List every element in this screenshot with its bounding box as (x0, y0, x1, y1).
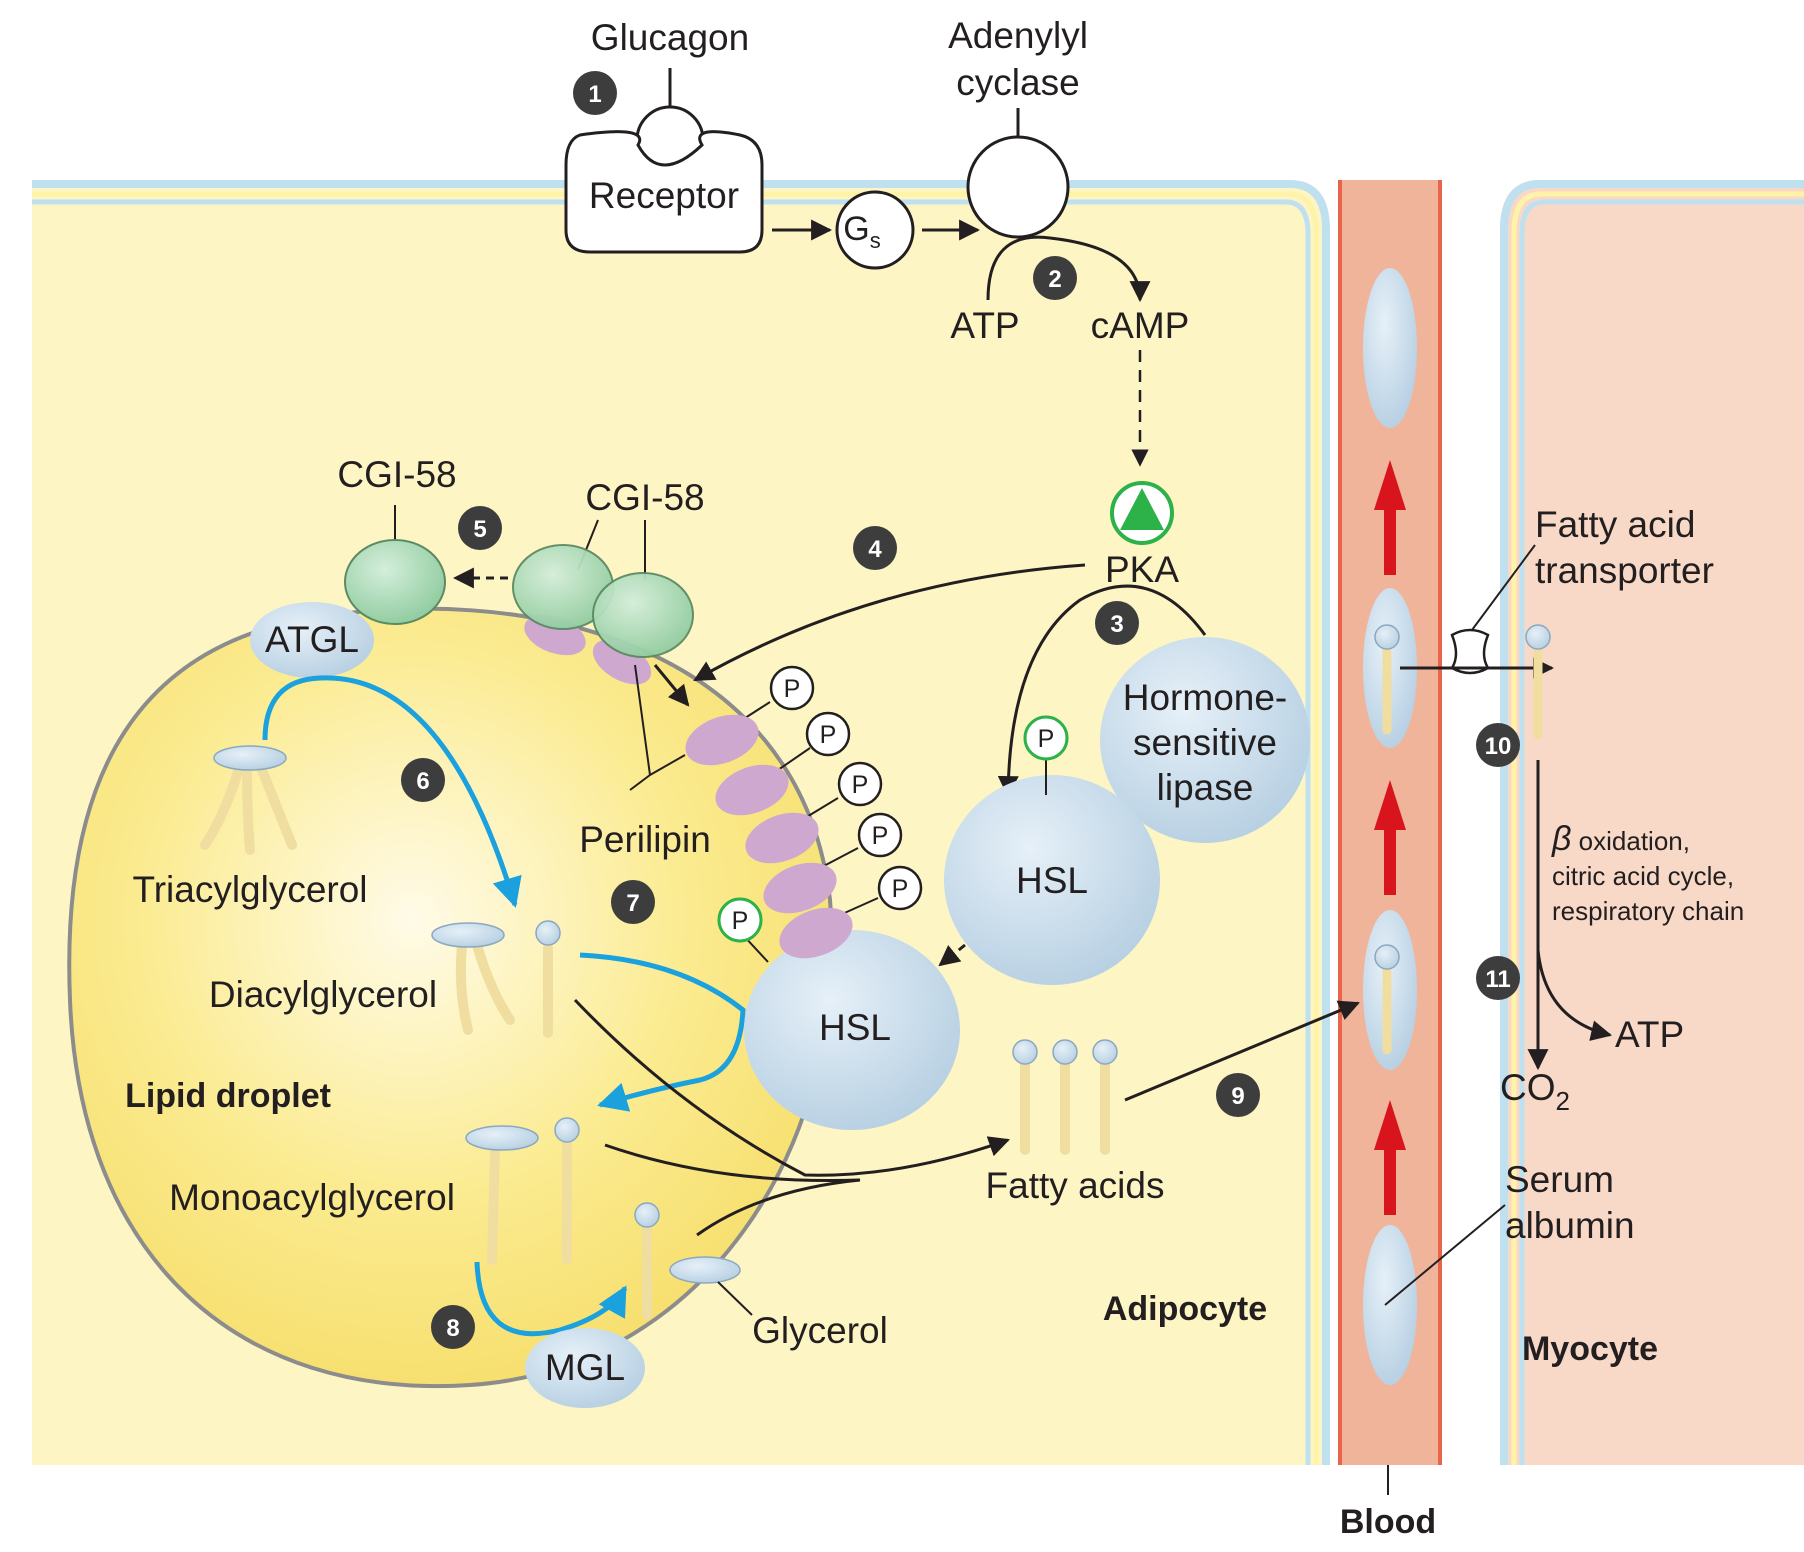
fatty-acid-released-1 (535, 920, 561, 1038)
svg-text:P: P (852, 771, 869, 799)
hsl-lower (744, 930, 960, 1130)
mgl-enzyme (525, 1328, 645, 1408)
svg-text:5: 5 (473, 516, 486, 543)
step-badge-11: 11 (1476, 956, 1520, 1000)
svg-text:P: P (784, 675, 801, 703)
myocyte-cell (1500, 180, 1804, 1465)
receptor-label: Receptor (589, 175, 739, 216)
serum-albumin-label-2: albumin (1505, 1205, 1635, 1246)
myocyte-label: Myocyte (1522, 1330, 1658, 1368)
beta-oxidation-label-1: β oxidation, (1551, 820, 1690, 858)
pka-label: PKA (1105, 549, 1179, 590)
cgi58-bound-2 (592, 572, 694, 658)
glycerol-label: Glycerol (752, 1310, 888, 1351)
svg-text:P: P (872, 822, 889, 850)
svg-text:10: 10 (1485, 733, 1512, 760)
adenylyl-label-1: Adenylyl (948, 15, 1088, 56)
co2-label: CO2 (1500, 1067, 1570, 1116)
beta-oxidation-label-2: citric acid cycle, (1552, 861, 1734, 891)
hsl-lower-label: HSL (819, 1007, 891, 1048)
svg-text:8: 8 (446, 1315, 459, 1342)
blood-flow-arrows (1374, 460, 1406, 1215)
receptor-shape (564, 130, 764, 254)
monoacylglycerol-molecule (465, 1125, 539, 1265)
gs-label: Gs (843, 210, 880, 253)
hormone-label-3: lipase (1157, 767, 1254, 808)
step-badge-1: 1 (573, 71, 617, 115)
hormone-sensitive-lipase (1100, 637, 1310, 843)
step-badge-9: 9 (1216, 1073, 1260, 1117)
hsl-upper (944, 775, 1160, 985)
serum-albumin-4 (1363, 1225, 1417, 1385)
gs-protein (835, 190, 915, 270)
svg-text:6: 6 (416, 768, 429, 795)
hsl-lower-phosphate (717, 897, 763, 943)
adenylyl-cyclase (966, 135, 1070, 239)
glycerol-molecule (669, 1256, 741, 1284)
fatty-acids-label: Fatty acids (986, 1165, 1165, 1206)
phosphate-2: P (805, 711, 851, 757)
camp-label: cAMP (1091, 305, 1190, 346)
svg-text:9: 9 (1231, 1083, 1244, 1110)
glucagon-label: Glucagon (591, 17, 749, 58)
svg-text:P: P (820, 721, 837, 749)
adenylyl-label-2: cyclase (956, 62, 1079, 103)
cgi58-left-label: CGI-58 (337, 454, 456, 495)
step-badge-4: 4 (853, 526, 897, 570)
mgl-label: MGL (545, 1347, 625, 1388)
atgl-label: ATGL (265, 619, 359, 660)
atgl-enzyme (250, 602, 374, 678)
fatty-acid-released-2 (554, 1117, 580, 1265)
svg-text:4: 4 (868, 536, 882, 563)
step-badge-6: 6 (401, 758, 445, 802)
adipocyte-label: Adipocyte (1103, 1290, 1267, 1328)
lipid-droplet (67, 606, 834, 1389)
hsl-upper-phosphate (1023, 715, 1069, 761)
svg-text:P: P (1038, 725, 1055, 753)
svg-text:P: P (732, 907, 749, 935)
phosphate-3: P (837, 761, 883, 807)
triacylglycerol-molecule (200, 745, 297, 855)
atp-myocyte-label: ATP (1615, 1014, 1684, 1055)
fatty-acids-pool (1012, 1039, 1118, 1155)
myocyte-fatty-acid (1525, 624, 1551, 740)
svg-text:1: 1 (588, 81, 601, 108)
step-badge-10: 10 (1476, 723, 1520, 767)
perilipin-label: Perilipin (579, 819, 711, 860)
triacylglycerol-label: Triacylglycerol (132, 869, 367, 910)
blood-label: Blood (1340, 1503, 1436, 1541)
beta-oxidation-label-3: respiratory chain (1552, 896, 1744, 926)
cgi58-free (344, 539, 446, 625)
step-badge-2: 2 (1033, 256, 1077, 300)
phosphate-5: P (877, 865, 923, 911)
cgi58-right-label: CGI-58 (585, 477, 704, 518)
phosphate-4: P (857, 812, 903, 858)
hsl-upper-label: HSL (1016, 860, 1088, 901)
step-badge-7: 7 (611, 880, 655, 924)
fatty-acid-released-3 (634, 1202, 660, 1320)
diacylglycerol-molecule (431, 922, 515, 1035)
svg-text:P: P (892, 875, 909, 903)
step-badge-8: 8 (431, 1305, 475, 1349)
lipid-droplet-label: Lipid droplet (125, 1077, 331, 1115)
phosphate-1: P (769, 665, 815, 711)
fa-transporter-label-2: transporter (1535, 550, 1714, 591)
svg-text:7: 7 (626, 890, 639, 917)
hormone-label-1: Hormone- (1123, 677, 1288, 718)
monoacylglycerol-label: Monoacylglycerol (169, 1177, 455, 1218)
diacylglycerol-label: Diacylglycerol (209, 974, 437, 1015)
svg-text:3: 3 (1110, 611, 1123, 638)
step-badge-5: 5 (458, 506, 502, 550)
fa-transporter-label-1: Fatty acid (1535, 504, 1695, 545)
step-badge-3: 3 (1095, 601, 1139, 645)
perilipin-phosphorylated (685, 701, 879, 959)
serum-albumin-label-1: Serum (1505, 1159, 1614, 1200)
svg-text:11: 11 (1485, 966, 1510, 993)
atp-label: ATP (950, 305, 1019, 346)
svg-text:2: 2 (1048, 266, 1061, 293)
hormone-label-2: sensitive (1133, 722, 1277, 763)
serum-albumin-1 (1363, 268, 1417, 428)
